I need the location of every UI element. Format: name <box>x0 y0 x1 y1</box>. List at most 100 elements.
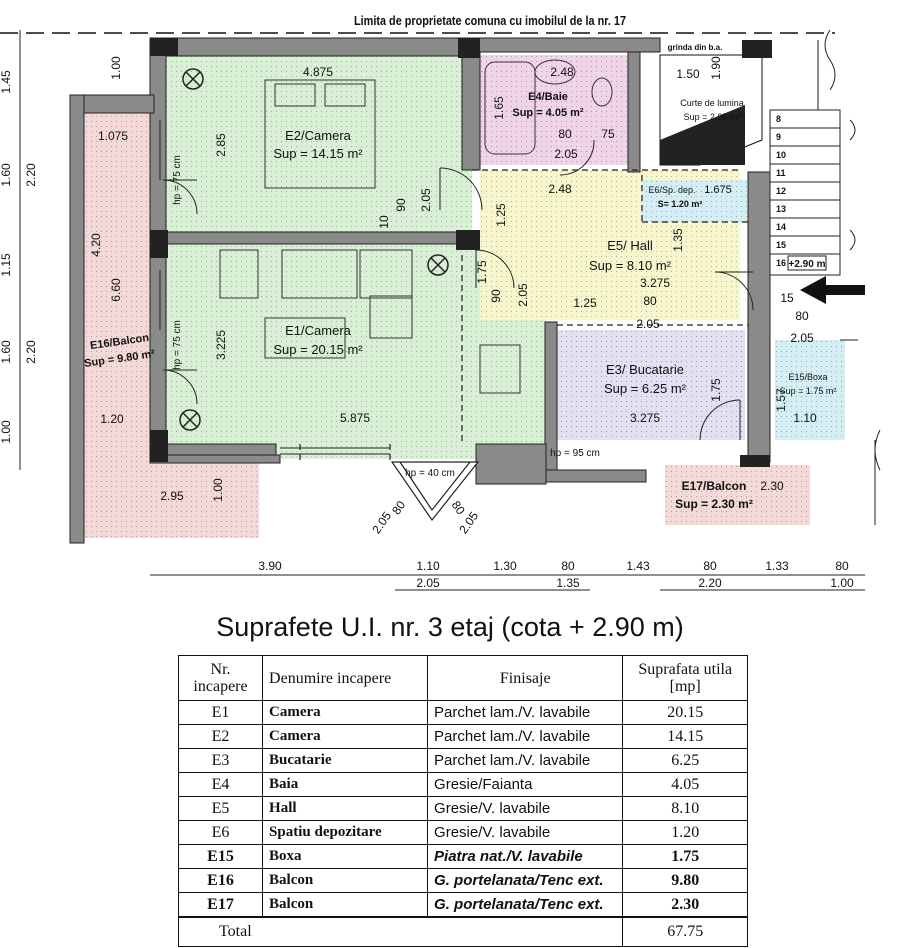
svg-text:1.35: 1.35 <box>671 228 685 252</box>
svg-text:1.45: 1.45 <box>0 70 13 94</box>
staircase <box>769 109 841 276</box>
header-name: Denumire incapere <box>262 655 429 701</box>
e2-width: 4.875 <box>303 65 333 79</box>
windows <box>159 120 390 455</box>
e5-name: E5/ Hall <box>607 238 653 253</box>
svg-text:1.00: 1.00 <box>211 478 225 502</box>
svg-text:11: 11 <box>776 168 786 178</box>
e4-name: E4/Baie <box>528 91 568 103</box>
e16-width: 1.075 <box>98 129 128 143</box>
furniture <box>219 59 613 394</box>
svg-text:80: 80 <box>703 559 717 573</box>
room-e16-balcony-lower <box>84 460 259 538</box>
svg-text:1.00: 1.00 <box>830 576 854 590</box>
svg-text:1.25: 1.25 <box>573 296 597 310</box>
bottom-dimension-chain: 3.90 1.10 2.05 1.30 80 1.35 1.43 80 2.20… <box>150 559 865 591</box>
light-court-hatch <box>660 105 745 165</box>
header-area: Suprafata utila [mp] <box>622 655 748 701</box>
table-row: E4 Baia Gresie/Faianta 4.05 <box>177 772 748 797</box>
e3-area: Sup = 6.25 m² <box>604 381 687 396</box>
header-finish: Finisaje <box>427 655 624 701</box>
svg-text:13: 13 <box>776 204 786 214</box>
e17-width: 2.30 <box>760 479 784 493</box>
light-area: Sup = 2.85 m² <box>684 112 741 122</box>
svg-text:1.33: 1.33 <box>765 559 789 573</box>
svg-text:1.15: 1.15 <box>0 253 13 277</box>
light-name: Curte de lumina <box>680 98 744 108</box>
svg-text:15: 15 <box>780 291 794 305</box>
bay-window <box>390 461 480 522</box>
svg-text:2.05: 2.05 <box>419 188 433 212</box>
e15-area: Sup = 1.75 m² <box>780 386 837 396</box>
table-row: E15 Boxa Piatra nat./V. lavabile 1.75 <box>177 844 748 869</box>
e15-name: E15/Boxa <box>788 372 827 382</box>
svg-text:hp = 95 cm: hp = 95 cm <box>550 448 600 459</box>
svg-text:1.10: 1.10 <box>416 559 440 573</box>
property-line: Limita de proprietate comuna cu imobilul… <box>0 13 835 34</box>
e17-name: E17/Balcon <box>682 479 747 493</box>
svg-text:80: 80 <box>643 294 657 308</box>
room-e6-storage <box>642 180 747 222</box>
svg-text:1.25: 1.25 <box>494 203 508 227</box>
svg-text:1.75: 1.75 <box>475 260 489 284</box>
e4-height: 1.65 <box>492 96 506 120</box>
svg-text:8: 8 <box>776 114 781 124</box>
table-total-row: Total 67.75 <box>177 916 748 947</box>
svg-text:80: 80 <box>389 498 408 517</box>
e15-width: 1.10 <box>793 411 817 425</box>
svg-text:2.20: 2.20 <box>698 576 722 590</box>
e2-height: 2.85 <box>214 133 228 157</box>
svg-text:1.00: 1.00 <box>0 420 13 444</box>
e6-width: 1.675 <box>704 184 732 196</box>
e2-name: E2/Camera <box>285 128 352 143</box>
svg-text:1.60: 1.60 <box>0 163 13 187</box>
svg-text:2.20: 2.20 <box>24 163 38 187</box>
svg-text:1.00: 1.00 <box>109 56 123 80</box>
svg-text:2.05: 2.05 <box>369 509 394 536</box>
e1-width: 5.875 <box>340 411 370 425</box>
beam-label: grinda din b.a. <box>668 43 723 52</box>
room-e3-kitchen <box>545 330 745 440</box>
e6-name: E6/Sp. dep. <box>648 185 695 195</box>
radiator-markers <box>179 68 449 431</box>
table-row: E17 Balcon G. portelanata/Tenc ext. 2.30 <box>177 892 748 918</box>
svg-text:14: 14 <box>776 222 786 232</box>
room-e17-balcony <box>665 465 810 525</box>
svg-text:10: 10 <box>776 150 786 160</box>
e3-height: 1.75 <box>709 378 723 402</box>
svg-text:75: 75 <box>601 127 615 141</box>
room-e15-storage <box>775 340 845 440</box>
table-row: E16 Balcon G. portelanata/Tenc ext. 9.80 <box>177 868 748 893</box>
e4-width: 2.48 <box>550 65 574 79</box>
total-label: Total <box>177 916 624 947</box>
table-row: E1 Camera Parchet lam./V. lavabile 20.15 <box>177 700 748 725</box>
area-table: Nr. incapere Denumire incapere Finisaje … <box>177 655 748 947</box>
svg-text:80: 80 <box>795 309 809 323</box>
svg-text:2.05: 2.05 <box>516 283 530 307</box>
header-nr: Nr. incapere <box>177 655 264 701</box>
table-row: E3 Bucatarie Parchet lam./V. lavabile 6.… <box>177 748 748 773</box>
svg-text:hp = 75 cm: hp = 75 cm <box>172 155 183 205</box>
svg-text:16: 16 <box>776 258 786 268</box>
svg-text:2.05: 2.05 <box>416 576 440 590</box>
hp-labels: hp = 75 cm hp = 75 cm hp = 40 cm hp = 95… <box>172 155 600 479</box>
svg-text:3.90: 3.90 <box>258 559 282 573</box>
stair-step-numbers: 8 9 10 11 12 13 14 15 16 <box>776 114 786 268</box>
e2-area: Sup = 14.15 m² <box>273 146 363 161</box>
table-row: E5 Hall Gresie/V. lavabile 8.10 <box>177 796 748 821</box>
stair-level: +2.90 m <box>789 259 826 270</box>
doors <box>162 139 754 441</box>
e1-height: 3.225 <box>214 330 228 360</box>
svg-text:2.05: 2.05 <box>636 317 660 331</box>
break-lines <box>817 29 881 525</box>
svg-text:6.60: 6.60 <box>109 278 123 302</box>
floor-plan: Limita de proprietate comuna cu imobilul… <box>0 13 881 591</box>
svg-text:4.20: 4.20 <box>89 233 103 257</box>
svg-text:1.35: 1.35 <box>556 576 580 590</box>
e5-width: 3.275 <box>640 276 670 290</box>
left-dimension-chain: 1.45 1.60 2.20 1.15 1.60 2.20 1.00 4.20 … <box>0 30 124 470</box>
svg-text:2.05: 2.05 <box>554 147 578 161</box>
svg-text:1.57: 1.57 <box>774 388 788 412</box>
e5-area: Sup = 8.10 m² <box>589 258 672 273</box>
e6-area: S= 1.20 m² <box>658 199 703 209</box>
